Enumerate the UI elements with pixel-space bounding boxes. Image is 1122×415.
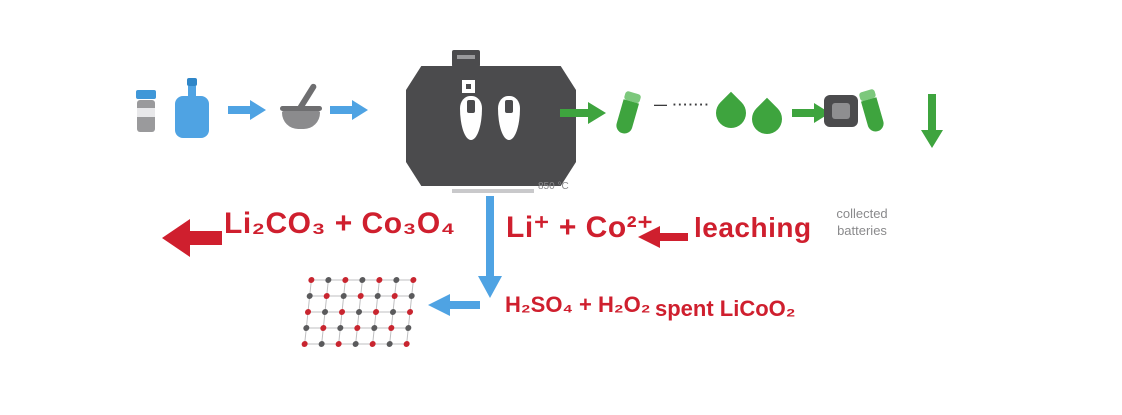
blue-left-arrow-icon (428, 290, 480, 320)
blue-down-arrow-icon (477, 196, 503, 298)
droplet-icon (709, 91, 753, 135)
collected-line-1: collected (836, 206, 888, 221)
blue-right-arrow-icon (228, 97, 266, 123)
crucible-charge (505, 100, 513, 113)
jar-cap (136, 90, 156, 99)
green-right-arrow-icon (792, 100, 830, 126)
jar-label-band (137, 108, 155, 117)
green-right-arrow-icon (560, 98, 606, 128)
sample-core (466, 84, 471, 89)
furnace-body (406, 66, 576, 186)
mortar-rim (280, 106, 322, 111)
leaching-label: leaching (694, 212, 812, 243)
furnace-display (457, 55, 475, 59)
green-down-arrow-icon (920, 94, 944, 148)
dotted-line: ······· (672, 97, 710, 112)
furnace-base-bar (452, 189, 534, 193)
crucible-boat (498, 96, 520, 140)
mortar-pestle-icon (280, 82, 324, 132)
spent-material-label: spent LiCoO₂ (655, 296, 796, 321)
sample-square (462, 80, 475, 93)
collected-line-2: batteries (837, 222, 887, 238)
crystal-lattice-figure (301, 277, 417, 347)
vial-icon (858, 88, 886, 134)
collected-batteries-label: collected batteries (810, 206, 914, 240)
blue-right-arrow-icon (330, 97, 368, 123)
chip-inner-pad (832, 103, 850, 119)
droplet-icon (745, 97, 789, 141)
furnace-control-panel (452, 50, 480, 67)
vial-body (861, 97, 886, 134)
leachate-ions-equation: Li⁺ + Co²⁺ (506, 211, 654, 244)
dash-mark: — (654, 97, 668, 112)
bottle-cap (187, 78, 197, 86)
powder-jar-icon (136, 90, 156, 132)
furnace-temperature-label: 850 °C (538, 181, 569, 192)
substrate-chip-icon (824, 95, 858, 127)
vial-body (614, 99, 639, 136)
bottle-body (175, 96, 209, 138)
recovered-products-equation: Li₂CO₃ + Co₃O₄ (224, 207, 456, 240)
crucible-boat (460, 96, 482, 140)
red-left-arrow-icon (162, 215, 222, 261)
mortar-bowl (282, 111, 320, 129)
wash-bottle-icon (174, 78, 210, 138)
crucible-charge (467, 100, 475, 113)
bottle-neck (188, 86, 196, 97)
acid-label: H₂SO₄ + H₂O₂ (505, 292, 651, 317)
legend-marks: — ······· (654, 97, 710, 112)
red-left-arrow-icon (638, 222, 688, 252)
tube-furnace-icon: 850 °C (406, 50, 576, 196)
vial-icon (614, 90, 642, 136)
